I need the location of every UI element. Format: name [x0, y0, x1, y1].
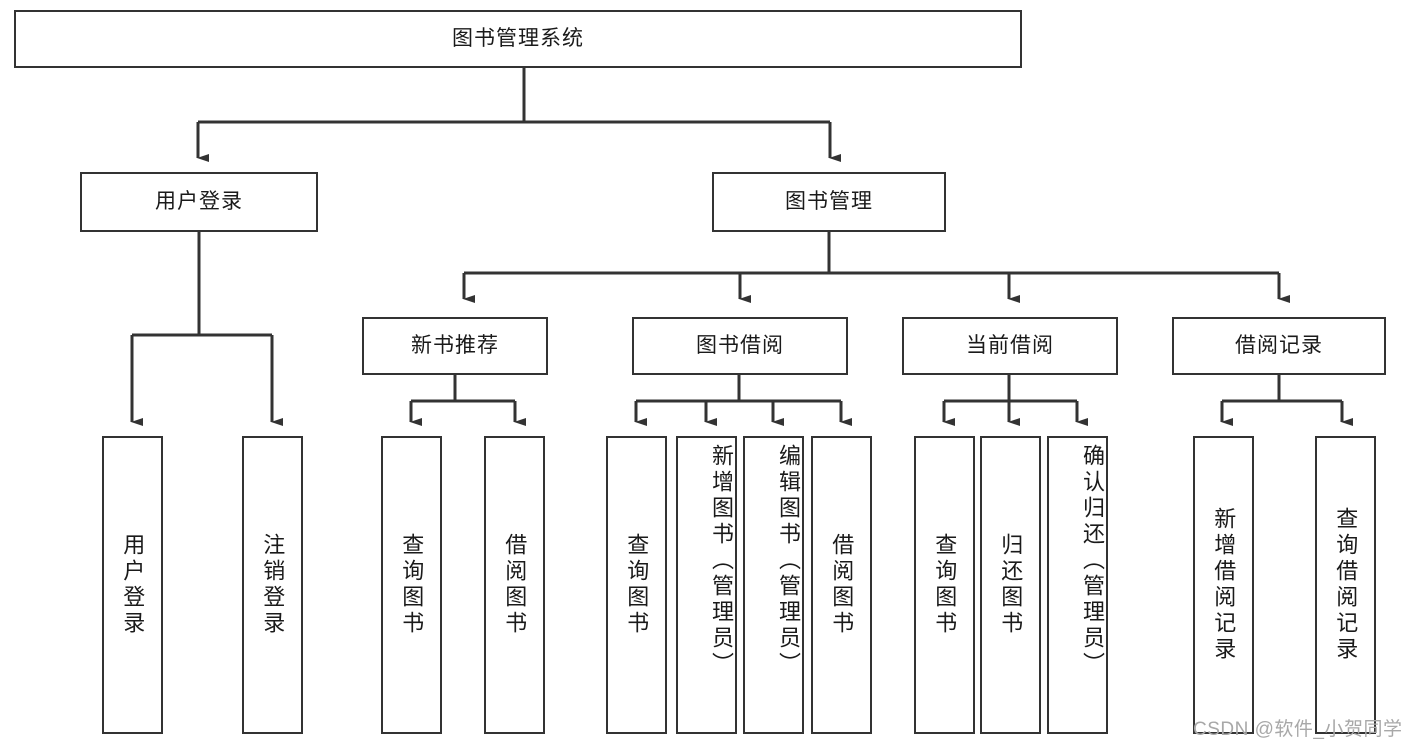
leaf-logout[interactable]: 注销登录: [242, 436, 303, 734]
node-root-system[interactable]: 图书管理系统: [14, 10, 1022, 68]
node-new-book-recommend[interactable]: 新书推荐: [362, 317, 548, 375]
node-label: 新增图书（管理员）: [709, 444, 734, 678]
node-label: 图书管理: [785, 190, 873, 214]
node-label: 查询借阅记录: [1333, 507, 1359, 663]
node-label: 新书推荐: [411, 334, 499, 358]
leaf-user-login[interactable]: 用户登录: [102, 436, 163, 734]
leaf-query-book-recommend[interactable]: 查询图书: [381, 436, 442, 734]
node-label: 注销登录: [260, 533, 286, 637]
leaf-borrow-book-recommend[interactable]: 借阅图书: [484, 436, 545, 734]
node-label: 归还图书: [998, 533, 1024, 637]
leaf-edit-book-admin[interactable]: 编辑图书（管理员）: [743, 436, 804, 734]
node-book-borrow[interactable]: 图书借阅: [632, 317, 848, 375]
node-label: 编辑图书（管理员）: [776, 444, 801, 678]
node-label: 确认归还（管理员）: [1080, 444, 1105, 678]
leaf-add-borrow-record[interactable]: 新增借阅记录: [1193, 436, 1254, 734]
leaf-borrow-book[interactable]: 借阅图书: [811, 436, 872, 734]
watermark-csdn: CSDN @软件_小贺同学: [1193, 719, 1403, 740]
leaf-add-book-admin[interactable]: 新增图书（管理员）: [676, 436, 737, 734]
leaf-query-book-borrow[interactable]: 查询图书: [606, 436, 667, 734]
node-label: 借阅图书: [502, 533, 528, 637]
node-label: 查询图书: [624, 533, 650, 637]
node-book-management[interactable]: 图书管理: [712, 172, 946, 232]
node-label: 新增借阅记录: [1211, 507, 1237, 663]
node-label: 查询图书: [399, 533, 425, 637]
node-label: 用户登录: [120, 533, 146, 637]
leaf-confirm-return-admin[interactable]: 确认归还（管理员）: [1047, 436, 1108, 734]
node-label: 借阅记录: [1235, 334, 1323, 358]
node-label: 图书管理系统: [452, 27, 584, 51]
node-borrow-record[interactable]: 借阅记录: [1172, 317, 1386, 375]
node-current-borrow[interactable]: 当前借阅: [902, 317, 1118, 375]
node-label: 图书借阅: [696, 334, 784, 358]
leaf-return-book[interactable]: 归还图书: [980, 436, 1041, 734]
node-label: 用户登录: [155, 190, 243, 214]
node-label: 查询图书: [932, 533, 958, 637]
leaf-query-book-current[interactable]: 查询图书: [914, 436, 975, 734]
node-label: 借阅图书: [829, 533, 855, 637]
node-label: 当前借阅: [966, 334, 1054, 358]
node-user-login[interactable]: 用户登录: [80, 172, 318, 232]
leaf-query-borrow-record[interactable]: 查询借阅记录: [1315, 436, 1376, 734]
